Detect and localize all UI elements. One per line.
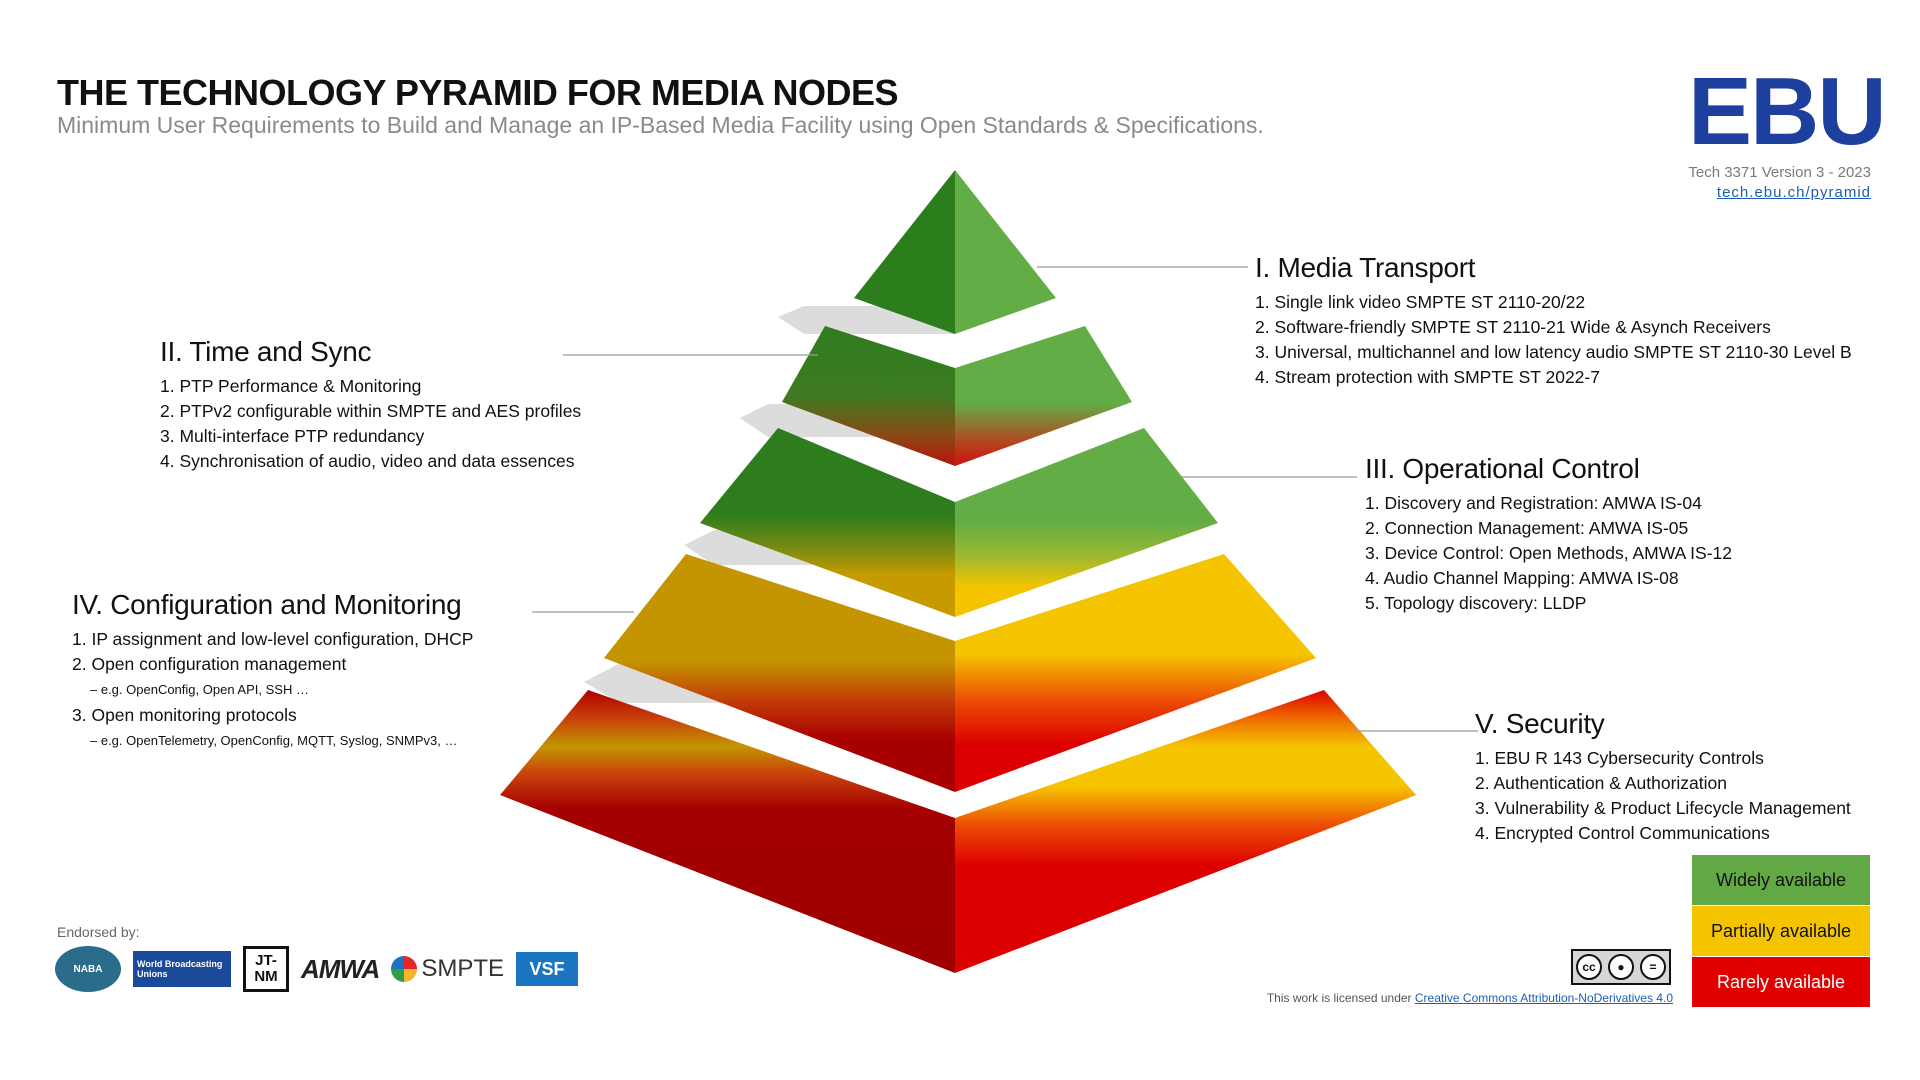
smpte-logo-text: SMPTE	[421, 955, 505, 982]
cc-icon: cc	[1576, 954, 1602, 980]
legend-partially-available: Partially available	[1692, 906, 1870, 956]
section-title: II. Time and Sync	[160, 336, 372, 367]
section-media-transport: I. Media Transport 1. Single link video …	[1255, 252, 1852, 390]
license-link[interactable]: Creative Commons Attribution-NoDerivativ…	[1414, 991, 1673, 1005]
pyramid-tier-4	[604, 554, 1316, 792]
section-time-and-sync: II. Time and Sync 1. PTP Performance & M…	[160, 336, 581, 474]
license-notice: This work is licensed under Creative Com…	[1267, 991, 1673, 1005]
pyramid-tier-5	[500, 690, 1416, 973]
section-title: IV. Configuration and Monitoring	[72, 589, 462, 620]
list-item: 2. Open configuration management – e.g. …	[72, 652, 473, 703]
list-item: 4. Encrypted Control Communications	[1475, 823, 1770, 843]
pyramid-tier-1	[854, 170, 1056, 334]
smpte-swirl-icon	[391, 956, 418, 982]
list-item: 5. Topology discovery: LLDP	[1365, 593, 1587, 613]
list-item-example: – e.g. OpenConfig, Open API, SSH …	[90, 682, 309, 697]
section-title: III. Operational Control	[1365, 453, 1640, 484]
pyramid-tier-2	[782, 326, 1132, 466]
list-item: 1. Discovery and Registration: AMWA IS-0…	[1365, 493, 1702, 513]
list-item-text: 2. Open configuration management	[72, 654, 347, 674]
cc-license-badge: cc ● =	[1571, 949, 1671, 985]
list-item: 1. Single link video SMPTE ST 2110-20/22	[1255, 292, 1586, 312]
list-item: 4. Audio Channel Mapping: AMWA IS-08	[1365, 568, 1679, 588]
list-item-text: 3. Open monitoring protocols	[72, 705, 297, 725]
page-title: THE TECHNOLOGY PYRAMID FOR MEDIA NODES	[57, 72, 899, 113]
section-security: V. Security 1. EBU R 143 Cybersecurity C…	[1475, 708, 1851, 846]
pyramid-tier-3	[700, 428, 1218, 617]
list-item: 2. Software-friendly SMPTE ST 2110-21 Wi…	[1255, 317, 1771, 337]
list-item: 3. Vulnerability & Product Lifecycle Man…	[1475, 798, 1851, 818]
naba-logo: NABA	[55, 946, 121, 992]
list-item: 2. PTPv2 configurable within SMPTE and A…	[160, 401, 582, 421]
legend-rarely-available: Rarely available	[1692, 957, 1870, 1007]
document-version: Tech 3371 Version 3 - 2023	[1688, 164, 1871, 181]
ebu-logo: EBU	[1688, 58, 1887, 165]
section-operational-control: III. Operational Control 1. Discovery an…	[1365, 453, 1732, 616]
pyramid-link[interactable]: tech.ebu.ch/pyramid	[1716, 184, 1871, 201]
section-title: V. Security	[1475, 708, 1605, 739]
endorser-logos: NABA World Broadcasting Unions JT-NM AMW…	[55, 944, 579, 994]
list-item: 3. Open monitoring protocols – e.g. Open…	[72, 703, 473, 754]
list-item: 2. Authentication & Authorization	[1475, 773, 1727, 793]
page-subtitle: Minimum User Requirements to Build and M…	[57, 112, 1264, 138]
list-item: 4. Stream protection with SMPTE ST 2022-…	[1255, 367, 1600, 387]
list-item: 1. PTP Performance & Monitoring	[160, 376, 422, 396]
legend-widely-available: Widely available	[1692, 855, 1870, 905]
wbu-logo: World Broadcasting Unions	[133, 951, 231, 987]
list-item: 3. Universal, multichannel and low laten…	[1255, 342, 1852, 362]
nd-icon: =	[1640, 954, 1666, 980]
list-item: 3. Multi-interface PTP redundancy	[160, 426, 425, 446]
availability-legend: Widely available Partially available Rar…	[1692, 855, 1870, 1008]
section-title: I. Media Transport	[1255, 252, 1476, 283]
smpte-logo: SMPTE	[391, 955, 504, 983]
jtnm-logo: JT-NM	[243, 946, 289, 992]
vsf-logo: VSF	[516, 952, 579, 986]
list-item-example: – e.g. OpenTelemetry, OpenConfig, MQTT, …	[90, 733, 458, 748]
list-item: 1. EBU R 143 Cybersecurity Controls	[1475, 748, 1764, 768]
license-prefix: This work is licensed under	[1266, 991, 1412, 1005]
by-icon: ●	[1608, 954, 1634, 980]
leader-lines	[532, 266, 1478, 732]
endorsed-label: Endorsed by:	[57, 924, 140, 940]
list-item: 4. Synchronisation of audio, video and d…	[160, 451, 575, 471]
section-configuration-monitoring: IV. Configuration and Monitoring 1. IP a…	[72, 589, 473, 754]
amwa-logo: AMWA	[301, 953, 380, 984]
list-item: 2. Connection Management: AMWA IS-05	[1365, 518, 1689, 538]
list-item: 1. IP assignment and low-level configura…	[72, 629, 474, 649]
list-item: 3. Device Control: Open Methods, AMWA IS…	[1365, 543, 1733, 563]
